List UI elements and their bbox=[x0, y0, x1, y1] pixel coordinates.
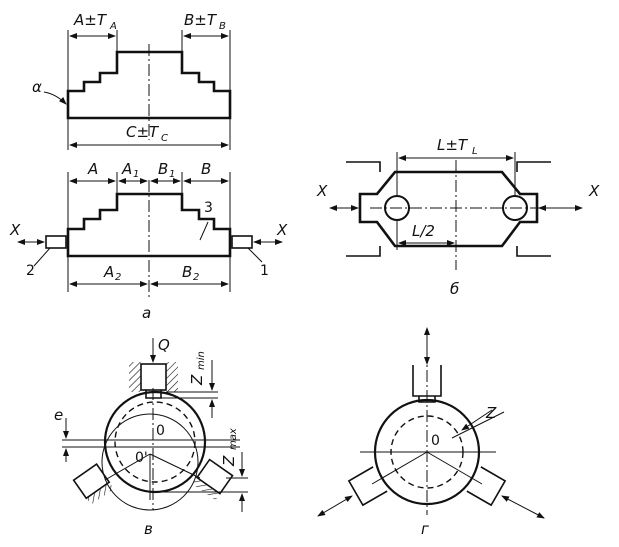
axis-x-right-b: X bbox=[588, 182, 600, 200]
figure-v-part bbox=[62, 338, 248, 512]
dim-b-tol-sub: B bbox=[219, 21, 226, 32]
dim-a-tol-sub: A bbox=[109, 21, 117, 32]
force-q-label: Q bbox=[158, 336, 170, 354]
caption-g: г bbox=[421, 520, 429, 538]
zmin-label: Z bbox=[188, 374, 206, 386]
center-0-label-g: 0 bbox=[431, 433, 440, 449]
dim-b: B bbox=[201, 160, 211, 178]
zmin-sub: min bbox=[196, 351, 207, 370]
caption-b: б bbox=[450, 280, 459, 298]
axis-x-left-b: X bbox=[316, 182, 328, 200]
ref-number-2: 2 bbox=[26, 263, 35, 279]
zmax-label: Z bbox=[220, 455, 238, 467]
dim-c-tol: C±T bbox=[126, 123, 160, 141]
figure-a-bottom-labels: A A 1 B 1 B A 2 B 2 X X 1 2 3 а bbox=[9, 160, 288, 322]
dim-b2-sub: 2 bbox=[193, 272, 199, 283]
figure-a-top-labels: A±T A B±T B C±T C α bbox=[32, 11, 226, 144]
axis-x-right: X bbox=[276, 221, 288, 239]
dim-l-half: L/2 bbox=[412, 222, 435, 240]
surface-alpha-label: α bbox=[32, 78, 42, 96]
dim-a1: A bbox=[121, 160, 132, 178]
figure-b-labels: L±T L L/2 X X б bbox=[316, 136, 600, 298]
zmax-sub: max bbox=[228, 428, 239, 450]
dim-b1: B bbox=[158, 160, 168, 178]
dim-c-tol-sub: C bbox=[161, 133, 168, 144]
z-label: Z bbox=[485, 404, 497, 422]
figure-g-part bbox=[317, 327, 545, 519]
dim-b-tol: B±T bbox=[184, 11, 218, 29]
caption-v: в bbox=[144, 520, 153, 538]
caption-a: а bbox=[142, 304, 151, 322]
dim-a: A bbox=[87, 160, 98, 178]
dim-a-tol: A±T bbox=[73, 11, 108, 29]
eccentricity-e-label: e bbox=[54, 406, 63, 424]
figure-b-part bbox=[329, 152, 583, 270]
dim-b2: B bbox=[182, 263, 192, 281]
figure-v-labels: Q Z min Z max e 0 0' в bbox=[54, 336, 239, 538]
ref-number-3: 3 bbox=[204, 200, 213, 216]
ref-number-1: 1 bbox=[260, 263, 269, 279]
dim-l-tol-sub: L bbox=[472, 146, 478, 157]
center-0-label: 0 bbox=[156, 423, 165, 439]
dim-a2-sub: 2 bbox=[115, 272, 121, 283]
dim-a2: A bbox=[103, 263, 114, 281]
figure-a-top-part bbox=[43, 30, 232, 150]
figure-g-labels: Z 0 г bbox=[421, 404, 497, 538]
figure-a-bottom-part bbox=[17, 172, 283, 300]
axis-x-left: X bbox=[9, 221, 21, 239]
center-0-prime-label: 0' bbox=[135, 450, 148, 466]
dim-l-tol: L±T bbox=[437, 136, 469, 154]
dim-a1-sub: 1 bbox=[133, 169, 139, 180]
dim-b1-sub: 1 bbox=[169, 169, 175, 180]
